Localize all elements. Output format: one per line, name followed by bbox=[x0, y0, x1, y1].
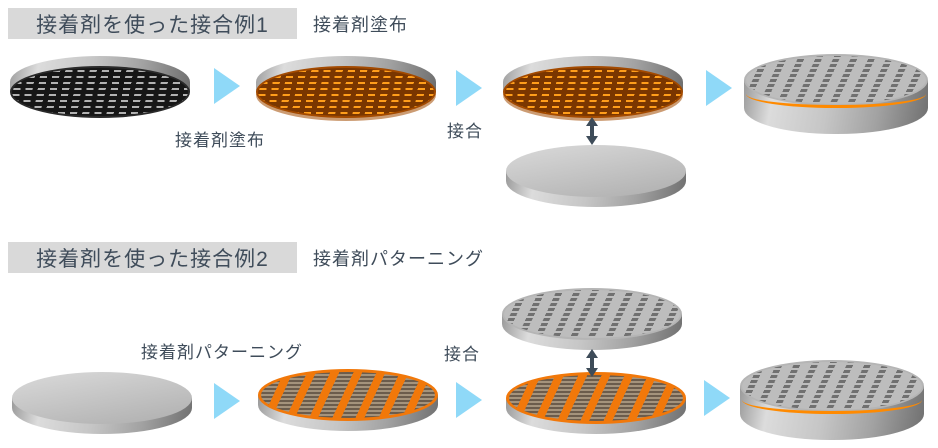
blank-face bbox=[12, 372, 192, 424]
adhesive-coated-face bbox=[256, 66, 436, 118]
step-label-coating: 接着剤塗布 bbox=[175, 131, 265, 150]
step-label-bonding-2: 接合 bbox=[444, 345, 480, 364]
example2-process-label: 接着剤パターニング bbox=[313, 249, 484, 269]
wafer-adhesive-patterned bbox=[258, 369, 438, 431]
wafer-adhesive-coated bbox=[256, 56, 436, 118]
flow-arrow-icon bbox=[214, 383, 240, 419]
example2-title: 接着剤を使った接合例2 bbox=[8, 242, 297, 273]
blank-face bbox=[506, 145, 686, 197]
flow-arrow-icon bbox=[706, 70, 732, 106]
adhesive-patterned-face bbox=[506, 372, 686, 424]
flow-arrow-icon bbox=[214, 68, 240, 104]
adhesive-seam-line bbox=[742, 397, 922, 414]
bond-arrow-icon bbox=[584, 349, 600, 377]
adhesive-patterned-face bbox=[258, 369, 438, 421]
wafer-adhesive-patterned-bottom bbox=[506, 372, 686, 434]
wafer-blank-bottom bbox=[506, 145, 686, 207]
patterned-face bbox=[502, 288, 682, 340]
wafer-patterned bbox=[10, 56, 190, 118]
step-label-bonding-1: 接合 bbox=[447, 122, 483, 141]
adhesive-seam-line bbox=[746, 91, 926, 108]
stack-top-face bbox=[740, 360, 924, 412]
wafer-patterned-face bbox=[10, 66, 190, 118]
step-label-patterning: 接着剤パターニング bbox=[141, 343, 303, 362]
wafer-bonded-stack bbox=[744, 54, 928, 134]
example1-process-label: 接着剤塗布 bbox=[313, 15, 408, 35]
bond-arrow-icon bbox=[584, 117, 600, 145]
wafer-blank bbox=[12, 372, 192, 434]
wafer-adhesive-coated-top bbox=[503, 56, 683, 118]
wafer-patterned-top bbox=[502, 288, 682, 350]
adhesive-coated-face bbox=[503, 66, 683, 118]
example1-title: 接着剤を使った接合例1 bbox=[8, 8, 297, 39]
flow-arrow-icon bbox=[456, 382, 482, 418]
wafer-bonded-stack bbox=[740, 360, 924, 440]
flow-arrow-icon bbox=[456, 70, 482, 106]
flow-arrow-icon bbox=[704, 380, 730, 416]
